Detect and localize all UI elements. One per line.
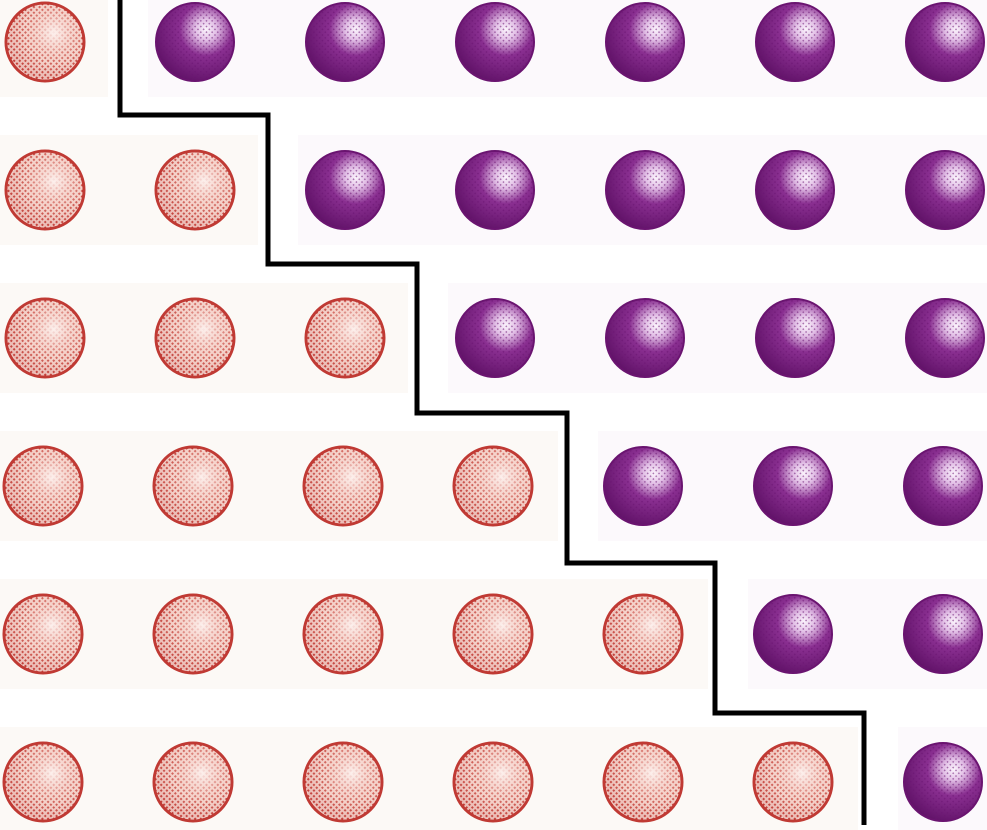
purple-dot-r4-c7 bbox=[903, 446, 983, 526]
purple-dot-r1-c7 bbox=[905, 2, 985, 82]
purple-dot-r1-c2 bbox=[155, 2, 235, 82]
red-dot-r6-c3 bbox=[302, 741, 384, 823]
red-dot-r6-c1 bbox=[2, 741, 84, 823]
red-dot-r5-c3 bbox=[302, 593, 384, 675]
row-1-right-band bbox=[148, 0, 987, 97]
purple-dot-r1-c6 bbox=[755, 2, 835, 82]
row-3-right-band bbox=[448, 283, 987, 393]
red-dot-r5-c2 bbox=[152, 593, 234, 675]
red-dot-r6-c4 bbox=[452, 741, 534, 823]
purple-dot-r3-c7 bbox=[905, 298, 985, 378]
red-dot-r4-c2 bbox=[152, 445, 234, 527]
purple-dot-r3-c4 bbox=[455, 298, 535, 378]
red-dot-r5-c1 bbox=[2, 593, 84, 675]
red-dot-r3-c3 bbox=[304, 297, 386, 379]
purple-dot-r5-c6 bbox=[753, 594, 833, 674]
red-dot-r6-c2 bbox=[152, 741, 234, 823]
red-dot-r4-c3 bbox=[302, 445, 384, 527]
purple-dot-r6-c7 bbox=[903, 742, 983, 822]
staircase-divider-line bbox=[117, 0, 867, 825]
red-dot-r4-c4 bbox=[452, 445, 534, 527]
red-dot-r3-c1 bbox=[4, 297, 86, 379]
red-dot-r2-c1 bbox=[4, 149, 86, 231]
purple-dot-r2-c5 bbox=[605, 150, 685, 230]
purple-dot-r1-c4 bbox=[455, 2, 535, 82]
purple-dot-r1-c5 bbox=[605, 2, 685, 82]
purple-dot-r1-c3 bbox=[305, 2, 385, 82]
red-dot-r2-c2 bbox=[154, 149, 236, 231]
purple-dot-r4-c5 bbox=[603, 446, 683, 526]
red-dot-r1-c1 bbox=[4, 1, 86, 83]
purple-dot-r2-c4 bbox=[455, 150, 535, 230]
red-dot-r6-c5 bbox=[602, 741, 684, 823]
purple-dot-r3-c5 bbox=[605, 298, 685, 378]
purple-dot-r2-c7 bbox=[905, 150, 985, 230]
purple-dot-r2-c6 bbox=[755, 150, 835, 230]
red-dot-r5-c5 bbox=[602, 593, 684, 675]
red-dot-r3-c2 bbox=[154, 297, 236, 379]
purple-dot-r2-c3 bbox=[305, 150, 385, 230]
red-dot-r6-c6 bbox=[752, 741, 834, 823]
red-dot-r5-c4 bbox=[452, 593, 534, 675]
red-dot-r4-c1 bbox=[2, 445, 84, 527]
purple-dot-r4-c6 bbox=[753, 446, 833, 526]
purple-dot-r5-c7 bbox=[903, 594, 983, 674]
row-6-left-band bbox=[0, 727, 858, 830]
purple-dot-r3-c6 bbox=[755, 298, 835, 378]
